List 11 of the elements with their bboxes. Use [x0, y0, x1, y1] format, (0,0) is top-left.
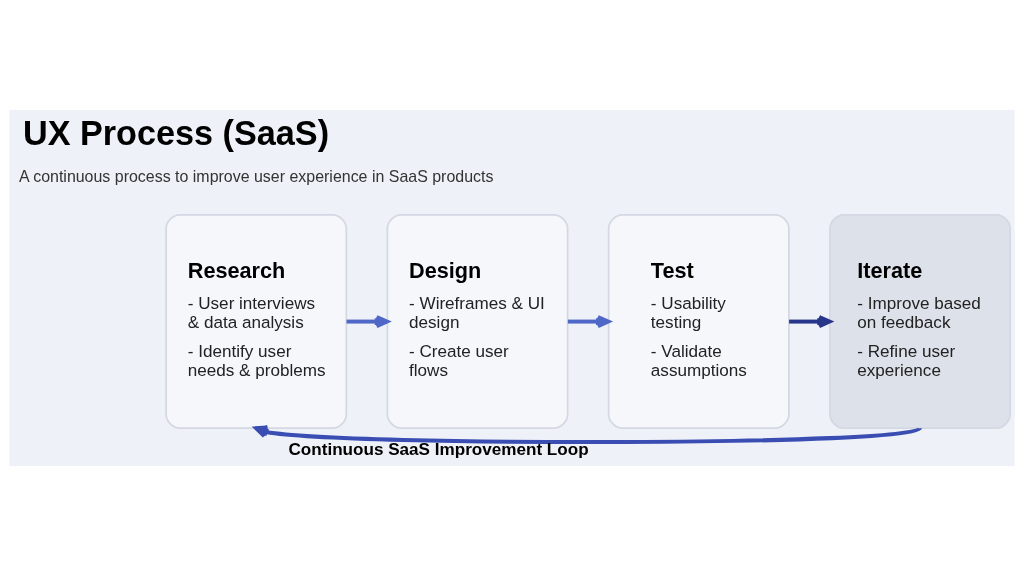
edge-label: Continuous SaaS Improvement Loop — [288, 439, 589, 459]
node-box: Test - Usability testing - Validate assumptions — [607, 214, 790, 430]
arrow — [346, 314, 389, 329]
arrow — [567, 314, 611, 329]
arrow — [254, 425, 921, 444]
diagram-title: UX Process (SaaS) — [22, 114, 330, 153]
node-box: Research - User interviews & data analysis - Identify user needs & problems — [165, 214, 348, 430]
node-box: Design - Wireframes & UI design - Create user flows — [386, 214, 569, 430]
label: A continuous process to improve user experience in SaaS products — [19, 168, 494, 186]
arrow — [789, 314, 832, 329]
node-box: Iterate - Improve based on feedback - Refine user experience — [829, 214, 1011, 430]
